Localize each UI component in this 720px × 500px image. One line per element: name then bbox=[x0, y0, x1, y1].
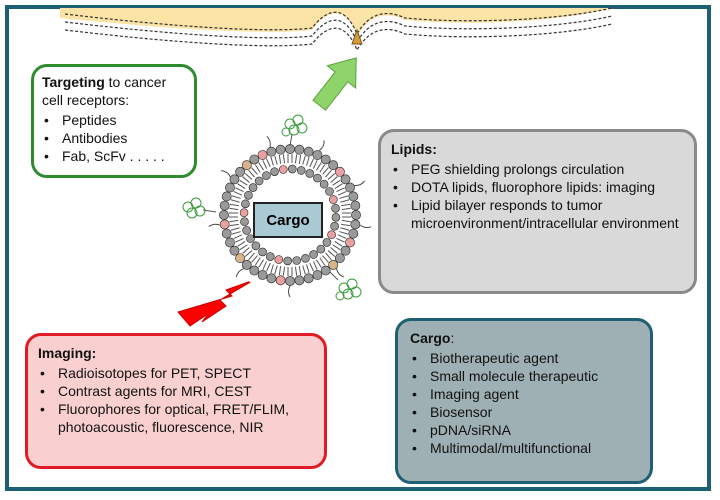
targeting-title-rest: to cancer cell receptors: bbox=[42, 74, 167, 108]
lipids-item: Lipid bilayer responds to tumor microenv… bbox=[391, 196, 684, 232]
imaging-title: Imaging: bbox=[38, 345, 97, 361]
lipids-title: Lipids: bbox=[391, 141, 437, 157]
cargo-item: Multimodal/multifunctional bbox=[410, 439, 640, 457]
targeting-ligand-icon bbox=[182, 114, 362, 301]
cargo-box: Cargo: Biotherapeutic agent Small molecu… bbox=[395, 318, 653, 484]
lipids-item: PEG shielding prolongs circulation bbox=[391, 160, 684, 178]
cargo-item: Biotherapeutic agent bbox=[410, 349, 640, 367]
cargo-list: Biotherapeutic agent Small molecule ther… bbox=[410, 349, 640, 457]
cargo-item: Imaging agent bbox=[410, 385, 640, 403]
imaging-item: Radioisotopes for PET, SPECT bbox=[38, 364, 314, 382]
cell-membrane bbox=[60, 7, 613, 52]
lipids-item: DOTA lipids, fluorophore lipids: imaging bbox=[391, 178, 684, 196]
lipids-box: Lipids: PEG shielding prolongs circulati… bbox=[378, 129, 697, 294]
targeting-item: Peptides bbox=[42, 111, 186, 129]
targeting-item: Antibodies bbox=[42, 129, 186, 147]
lightning-bolt-icon bbox=[177, 279, 255, 327]
imaging-box: Imaging: Radioisotopes for PET, SPECT Co… bbox=[25, 333, 327, 469]
cargo-item: Small molecule therapeutic bbox=[410, 367, 640, 385]
cargo-title-suffix: : bbox=[450, 330, 455, 346]
targeting-box: Targeting to cancer cell receptors: Pept… bbox=[31, 64, 197, 178]
green-arrow-icon bbox=[312, 57, 357, 111]
cargo-item: Biosensor bbox=[410, 403, 640, 421]
receptor-icon bbox=[351, 28, 363, 45]
liposome-core-label: Cargo bbox=[253, 202, 323, 238]
targeting-list: Peptides Antibodies Fab, ScFv . . . . . bbox=[42, 111, 186, 165]
imaging-list: Radioisotopes for PET, SPECT Contrast ag… bbox=[38, 364, 314, 436]
targeting-item: Fab, ScFv . . . . . bbox=[42, 147, 186, 165]
imaging-item: Contrast agents for MRI, CEST bbox=[38, 382, 314, 400]
cargo-item: pDNA/siRNA bbox=[410, 421, 640, 439]
lipids-list: PEG shielding prolongs circulation DOTA … bbox=[391, 160, 684, 232]
cargo-title: Cargo bbox=[410, 330, 451, 346]
targeting-title: Targeting bbox=[42, 74, 105, 90]
imaging-item: Fluorophores for optical, FRET/FLIM, pho… bbox=[38, 400, 314, 436]
